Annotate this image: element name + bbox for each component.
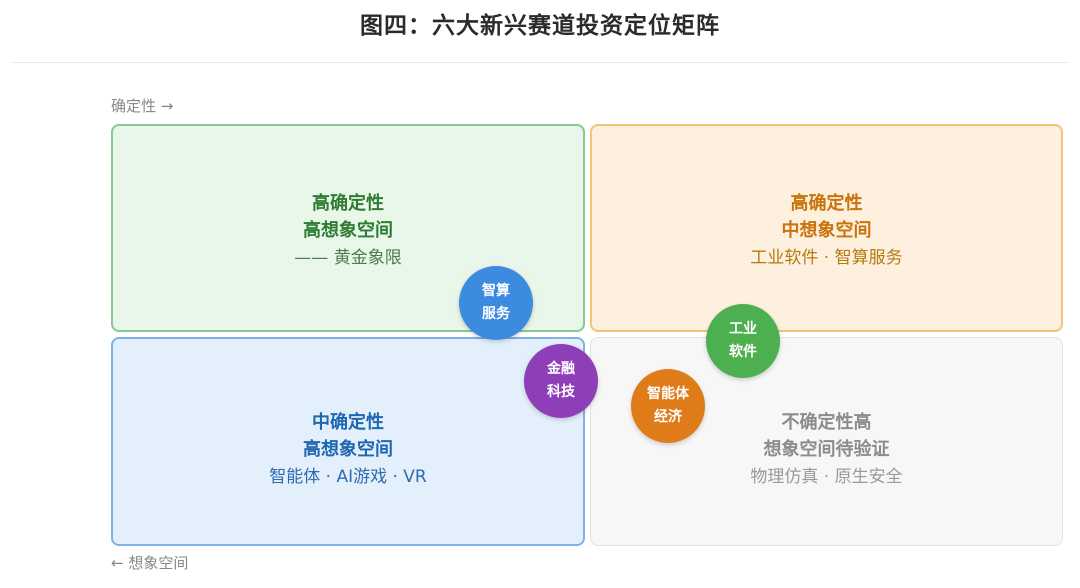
axis-label-imagination: ← 想象空间 [111,554,189,572]
quadrant-top-left-sub: —— 黄金象限 [294,248,402,268]
quadrant-bottom-left-line2: 高想象空间 [302,438,393,460]
quadrant-bottom-right-line2: 想象空间待验证 [763,438,890,460]
quadrant-bottom-left-sub: 智能体 · AI游戏 · VR [269,466,427,487]
title-divider [10,62,1070,63]
bubble-industrial-software-line2: 软件 [729,344,757,360]
bubble-compute-service-line1: 智算 [482,283,510,299]
chart-title: 图四：六大新兴赛道投资定位矩阵 [360,13,720,39]
bubble-fintech: 金融 科技 [524,344,598,418]
quadrant-top-right-line1: 高确定性 [790,193,863,214]
quadrant-bottom-left: 中确定性 高想象空间 智能体 · AI游戏 · VR [111,337,585,546]
quadrant-top-left-line1: 高确定性 [312,193,384,214]
bubble-fintech-line2: 科技 [547,384,575,400]
quadrant-top-left-line2: 高想象空间 [303,220,393,241]
bubble-agent-economy-line2: 经济 [654,409,682,425]
quadrant-bottom-right-line1: 不确定性高 [781,411,872,433]
axis-label-certainty: 确定性 → [111,97,174,115]
bubble-compute-service-line2: 服务 [482,306,510,322]
quadrant-bottom-right-sub: 物理仿真 · 原生安全 [750,466,903,487]
bubble-compute-service: 智算 服务 [459,266,533,340]
bubble-industrial-software-line1: 工业 [729,321,757,337]
bubble-industrial-software: 工业 软件 [706,304,780,378]
quadrant-top-right-sub: 工业软件 · 智算服务 [750,248,903,268]
quadrant-top-left: 高确定性 高想象空间 —— 黄金象限 [111,124,585,332]
quadrant-bottom-left-line1: 中确定性 [311,411,384,433]
quadrant-top-right: 高确定性 中想象空间 工业软件 · 智算服务 [590,124,1063,332]
bubble-agent-economy: 智能体 经济 [631,369,705,443]
quadrant-top-right-line2: 中想象空间 [781,220,872,241]
bubble-fintech-line1: 金融 [547,361,575,377]
bubble-agent-economy-line1: 智能体 [647,386,689,402]
